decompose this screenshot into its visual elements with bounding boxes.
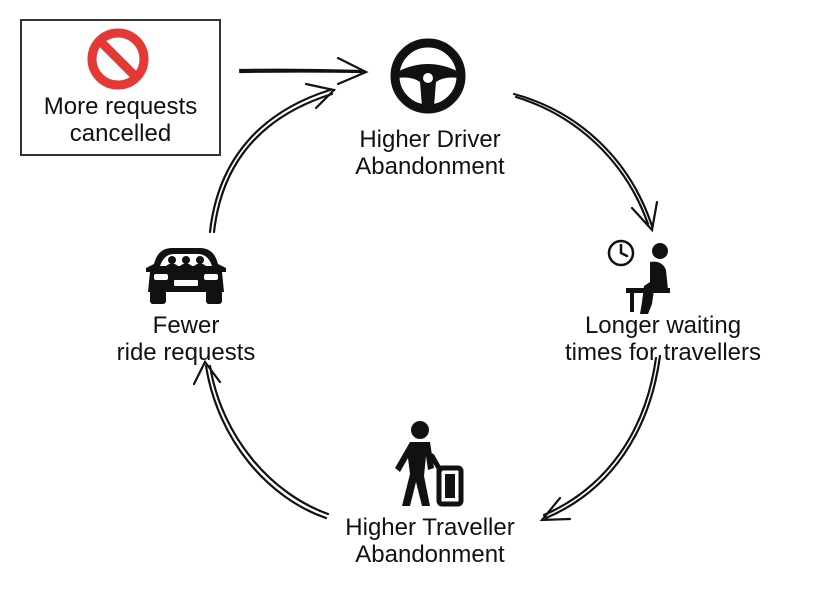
node-label-cancelled: More requests cancelled bbox=[22, 93, 219, 147]
label-line-2: cancelled bbox=[69, 120, 172, 147]
label-line-2: times for travellers bbox=[564, 339, 762, 366]
label-line-1: Higher Traveller bbox=[345, 514, 515, 541]
arrow-waiting-to-traveller bbox=[539, 354, 662, 522]
arrow-driver-to-waiting bbox=[512, 92, 659, 233]
arrow-cancelled-to-driver bbox=[238, 56, 369, 86]
node-label-waiting: Longer waiting times for travellers bbox=[548, 312, 778, 366]
walking-traveller-luggage-icon bbox=[395, 421, 464, 507]
label-line-1: Higher Driver bbox=[359, 126, 501, 153]
node-label-driver: Higher Driver Abandonment bbox=[330, 126, 530, 180]
label-line-2: Abandonment bbox=[355, 541, 505, 568]
label-line-1: Fewer bbox=[152, 312, 220, 339]
prohibited-icon bbox=[87, 28, 149, 90]
seated-person-icon bbox=[626, 243, 670, 314]
label-line-1: More requests bbox=[43, 93, 198, 120]
arrow-fewer-to-driver bbox=[208, 82, 337, 234]
label-line-1: Longer waiting bbox=[584, 312, 742, 339]
car-passengers-icon bbox=[146, 248, 226, 304]
clock-icon bbox=[607, 239, 635, 267]
label-line-2: ride requests bbox=[116, 339, 256, 366]
steering-wheel-icon bbox=[390, 38, 466, 114]
node-label-traveller: Higher Traveller Abandonment bbox=[330, 514, 530, 568]
arrow-traveller-to-fewer bbox=[192, 359, 330, 520]
label-line-2: Abandonment bbox=[355, 153, 505, 180]
node-label-fewer: Fewer ride requests bbox=[96, 312, 276, 366]
node-more-requests-cancelled: More requests cancelled bbox=[20, 19, 221, 156]
